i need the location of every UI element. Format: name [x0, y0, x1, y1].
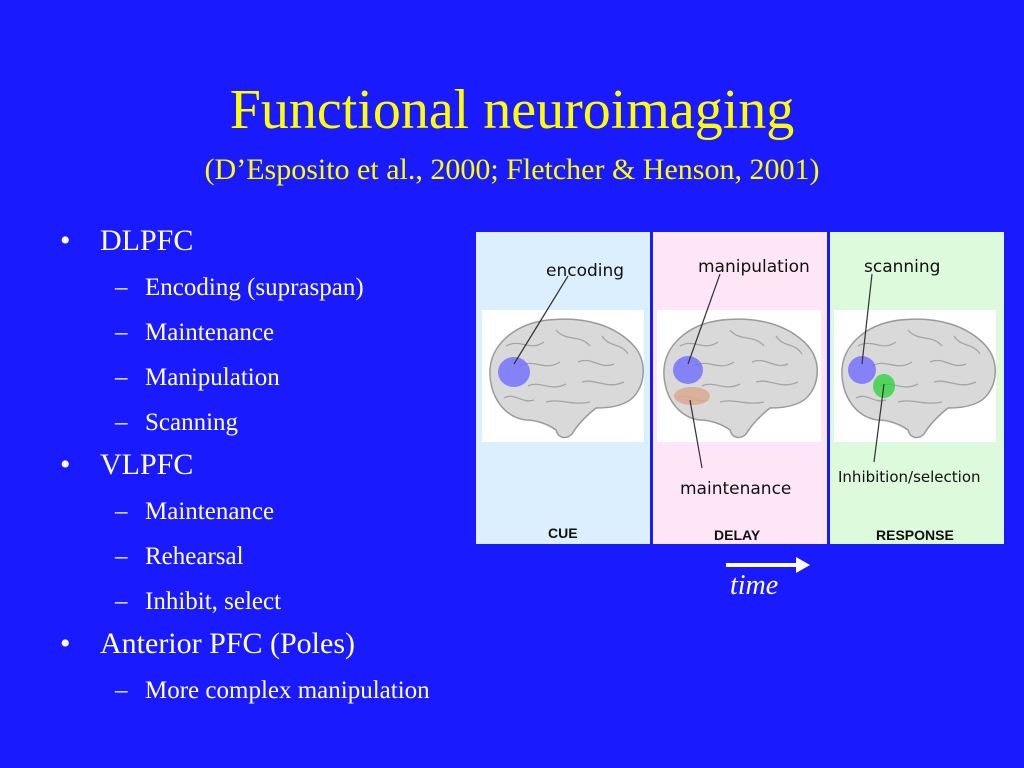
subbullet-maintenance: –Maintenance [115, 319, 275, 346]
bullet-vlpfc: •VLPFC [60, 448, 194, 481]
subbullet-inhibit-select: –Inhibit, select [115, 588, 282, 615]
bullet-anterior-pfc: •Anterior PFC (Poles) [60, 627, 355, 660]
phase-response-label: RESPONSE [876, 527, 954, 543]
sub-marker: – [115, 319, 128, 346]
dlpfc-region [673, 356, 703, 384]
time-label: time [730, 570, 779, 601]
bullet-dlpfc: •DLPFC [60, 224, 194, 257]
subbullet-manipulation: –Manipulation [115, 364, 280, 391]
vlpfc-region [674, 387, 710, 405]
bullet-list: •DLPFC –Encoding (supraspan) –Maintenanc… [60, 214, 430, 706]
sub-marker: – [115, 364, 128, 391]
encoding-pointer [513, 275, 569, 365]
manipulation-pointer [687, 273, 721, 365]
sub-marker: – [115, 498, 128, 525]
dlpfc-region [498, 357, 530, 387]
scanning-label: scanning [864, 257, 940, 277]
bullet-marker: • [60, 448, 71, 481]
dlpfc-region [848, 356, 876, 384]
subbullet-rehearsal: –Rehearsal [115, 543, 244, 570]
subbullet-maintenance: –Maintenance [115, 498, 275, 525]
bullet-marker: • [60, 627, 71, 660]
phase-cue-label: CUE [548, 525, 578, 541]
subbullet-encoding: –Encoding (supraspan) [115, 274, 364, 301]
brain-phase-figure: encoding manipulation scanning maintenan… [476, 232, 1004, 573]
brain-cue-image [489, 318, 645, 439]
sub-marker: – [115, 409, 128, 436]
slide-subtitle: (D’Esposito et al., 2000; Fletcher & Hen… [204, 153, 820, 186]
subbullet-complex-manipulation: –More complex manipulation [115, 677, 430, 704]
slide-title: Functional neuroimaging [229, 79, 795, 141]
inhibition-label: Inhibition/selection [838, 468, 981, 486]
sub-marker: – [115, 677, 128, 704]
manipulation-label: manipulation [698, 257, 810, 277]
time-arrow [726, 557, 810, 573]
scanning-pointer [861, 273, 873, 365]
phase-delay-label: DELAY [714, 527, 761, 543]
sub-marker: – [115, 274, 128, 301]
subbullet-scanning: –Scanning [115, 409, 239, 436]
bullet-marker: • [60, 224, 71, 257]
maintenance-pointer [689, 399, 703, 469]
maintenance-label: maintenance [680, 479, 791, 499]
sub-marker: – [115, 543, 128, 570]
brain-delay-image [663, 318, 819, 439]
encoding-label: encoding [546, 261, 624, 281]
sub-marker: – [115, 588, 128, 615]
inhibition-pointer [873, 383, 885, 463]
